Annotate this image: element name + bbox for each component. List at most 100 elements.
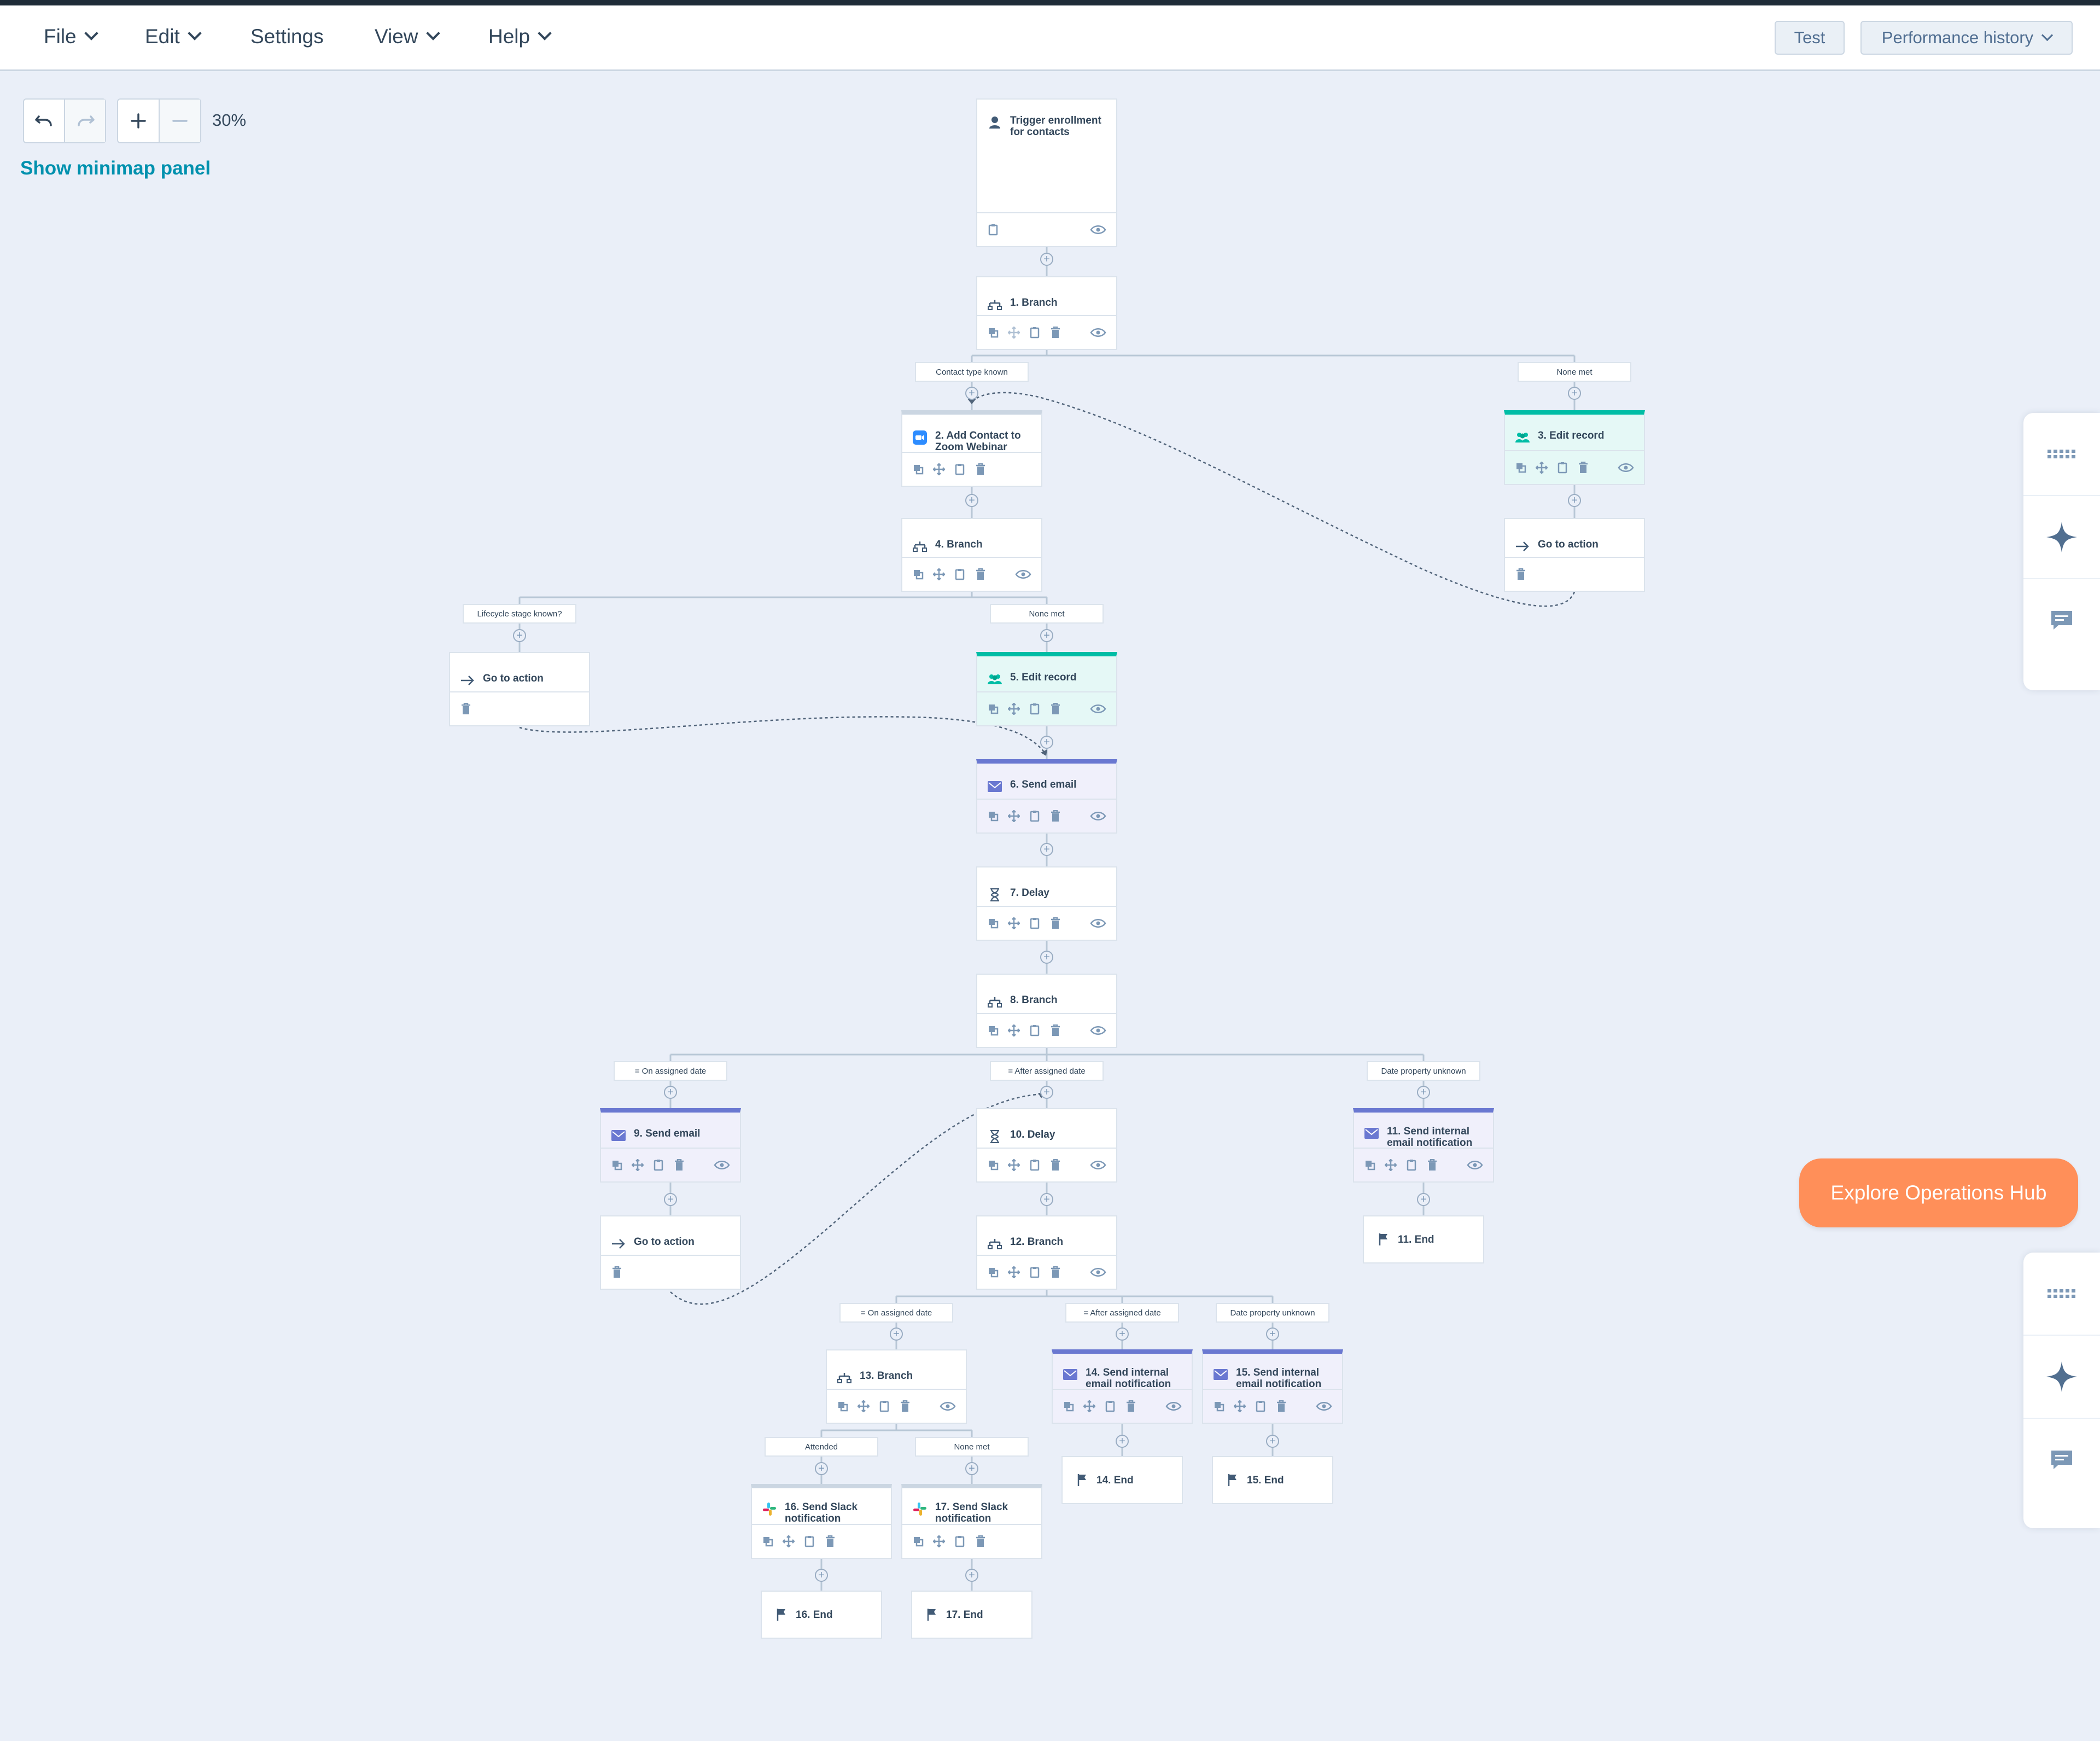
action-card-2[interactable]: 2. Add Contact to Zoom Webinar <box>901 410 1042 487</box>
clipboard-icon[interactable] <box>803 1535 815 1547</box>
eye-icon[interactable] <box>940 1400 956 1412</box>
eye-icon[interactable] <box>1316 1400 1332 1412</box>
end-card[interactable]: 15. End <box>1212 1456 1333 1504</box>
delete-icon[interactable] <box>1049 703 1061 715</box>
copy-icon[interactable] <box>987 917 999 929</box>
delete-icon[interactable] <box>1049 1266 1061 1278</box>
clipboard-icon[interactable] <box>1029 1266 1041 1278</box>
delete-icon[interactable] <box>611 1266 623 1278</box>
move-icon[interactable] <box>933 1535 945 1547</box>
clipboard-icon[interactable] <box>1255 1400 1267 1412</box>
clipboard-icon[interactable] <box>1029 703 1041 715</box>
move-icon[interactable] <box>1234 1400 1246 1412</box>
eye-icon[interactable] <box>1090 327 1106 339</box>
action-card-7[interactable]: 7. Delay <box>976 866 1117 941</box>
delete-icon[interactable] <box>975 568 987 580</box>
go-to-action-card[interactable]: Go to action <box>600 1215 741 1290</box>
add-action-button[interactable]: + <box>1040 736 1053 749</box>
delete-icon[interactable] <box>1125 1400 1137 1412</box>
menu-edit[interactable]: Edit <box>145 24 202 49</box>
move-icon[interactable] <box>1008 703 1020 715</box>
delete-icon[interactable] <box>1049 1024 1061 1037</box>
branch-label[interactable]: = After assigned date <box>990 1061 1104 1081</box>
end-card[interactable]: 11. End <box>1363 1215 1484 1263</box>
action-card-14[interactable]: 14. Send internal email notification <box>1052 1349 1193 1424</box>
move-icon[interactable] <box>933 463 945 475</box>
action-card-10[interactable]: 10. Delay <box>976 1108 1117 1183</box>
clipboard-icon[interactable] <box>1405 1159 1418 1171</box>
copy-icon[interactable] <box>987 1159 999 1171</box>
branch-label[interactable]: None met <box>990 604 1104 624</box>
clipboard-icon[interactable] <box>652 1159 664 1171</box>
undo-button[interactable] <box>24 100 64 142</box>
redo-button[interactable] <box>64 100 105 142</box>
branch-label[interactable]: None met <box>915 1437 1029 1457</box>
explore-operations-hub-button[interactable]: Explore Operations Hub <box>1799 1158 2078 1227</box>
add-action-button[interactable]: + <box>1266 1327 1279 1341</box>
action-card-12[interactable]: 12. Branch <box>976 1215 1117 1290</box>
delete-icon[interactable] <box>1049 810 1061 822</box>
eye-icon[interactable] <box>1090 1024 1106 1037</box>
add-action-button[interactable]: + <box>1116 1327 1129 1341</box>
branch-label[interactable]: = On assigned date <box>839 1303 953 1323</box>
eye-icon[interactable] <box>1090 917 1106 929</box>
eye-icon[interactable] <box>1090 810 1106 822</box>
copy-icon[interactable] <box>912 463 924 475</box>
move-icon[interactable] <box>783 1535 795 1547</box>
delete-icon[interactable] <box>1577 462 1589 474</box>
copy-icon[interactable] <box>762 1535 774 1547</box>
action-card-13[interactable]: 13. Branch <box>826 1349 967 1424</box>
copy-icon[interactable] <box>1364 1159 1376 1171</box>
action-card-8[interactable]: 8. Branch <box>976 974 1117 1048</box>
clipboard-icon[interactable] <box>954 1535 966 1547</box>
action-card-6[interactable]: 6. Send email <box>976 759 1117 834</box>
clipboard-icon[interactable] <box>1029 1159 1041 1171</box>
delete-icon[interactable] <box>1275 1400 1287 1412</box>
branch-label[interactable]: Date property unknown <box>1216 1303 1329 1323</box>
comments-button[interactable] <box>2023 579 2100 661</box>
move-icon[interactable] <box>1008 1266 1020 1278</box>
eye-icon[interactable] <box>1090 1266 1106 1278</box>
branch-label[interactable]: Date property unknown <box>1367 1061 1480 1081</box>
delete-icon[interactable] <box>975 463 987 475</box>
go-to-action-card[interactable]: Go to action <box>449 652 590 726</box>
copy-icon[interactable] <box>912 1535 924 1547</box>
add-action-button[interactable]: + <box>815 1462 828 1475</box>
menu-settings[interactable]: Settings <box>250 24 324 49</box>
eye-icon[interactable] <box>1090 1159 1106 1171</box>
delete-icon[interactable] <box>1049 1159 1061 1171</box>
branch-label[interactable]: Attended <box>765 1437 878 1457</box>
delete-icon[interactable] <box>1515 568 1527 580</box>
clipboard-icon[interactable] <box>987 224 999 236</box>
add-action-button[interactable]: + <box>1417 1086 1430 1099</box>
zoom-out-button[interactable] <box>159 100 200 142</box>
action-card-9[interactable]: 9. Send email <box>600 1108 741 1183</box>
clipboard-icon[interactable] <box>1029 327 1041 339</box>
move-icon[interactable] <box>1385 1159 1397 1171</box>
copy-icon[interactable] <box>987 810 999 822</box>
eye-icon[interactable] <box>1165 1400 1182 1412</box>
action-card-5[interactable]: 5. Edit record <box>976 652 1117 726</box>
move-icon[interactable] <box>632 1159 644 1171</box>
zoom-in-button[interactable] <box>118 100 159 142</box>
move-icon[interactable] <box>1008 1024 1020 1037</box>
ai-assistant-button[interactable] <box>2023 1336 2100 1419</box>
add-action-button[interactable]: + <box>1266 1435 1279 1448</box>
copy-icon[interactable] <box>987 1024 999 1037</box>
clipboard-icon[interactable] <box>954 568 966 580</box>
eye-icon[interactable] <box>1015 568 1031 580</box>
clipboard-icon[interactable] <box>1029 810 1041 822</box>
eye-icon[interactable] <box>1090 224 1106 236</box>
eye-icon[interactable] <box>1467 1159 1483 1171</box>
delete-icon[interactable] <box>1049 917 1061 929</box>
add-action-button[interactable]: + <box>890 1327 903 1341</box>
copy-icon[interactable] <box>987 703 999 715</box>
copy-icon[interactable] <box>1515 462 1527 474</box>
branch-label[interactable]: = On assigned date <box>614 1061 727 1081</box>
add-action-button[interactable]: + <box>1040 951 1053 964</box>
eye-icon[interactable] <box>714 1159 730 1171</box>
add-action-button[interactable]: + <box>1040 1086 1053 1099</box>
add-action-button[interactable]: + <box>1116 1435 1129 1448</box>
copy-icon[interactable] <box>987 327 999 339</box>
add-action-button[interactable]: + <box>1568 387 1581 400</box>
